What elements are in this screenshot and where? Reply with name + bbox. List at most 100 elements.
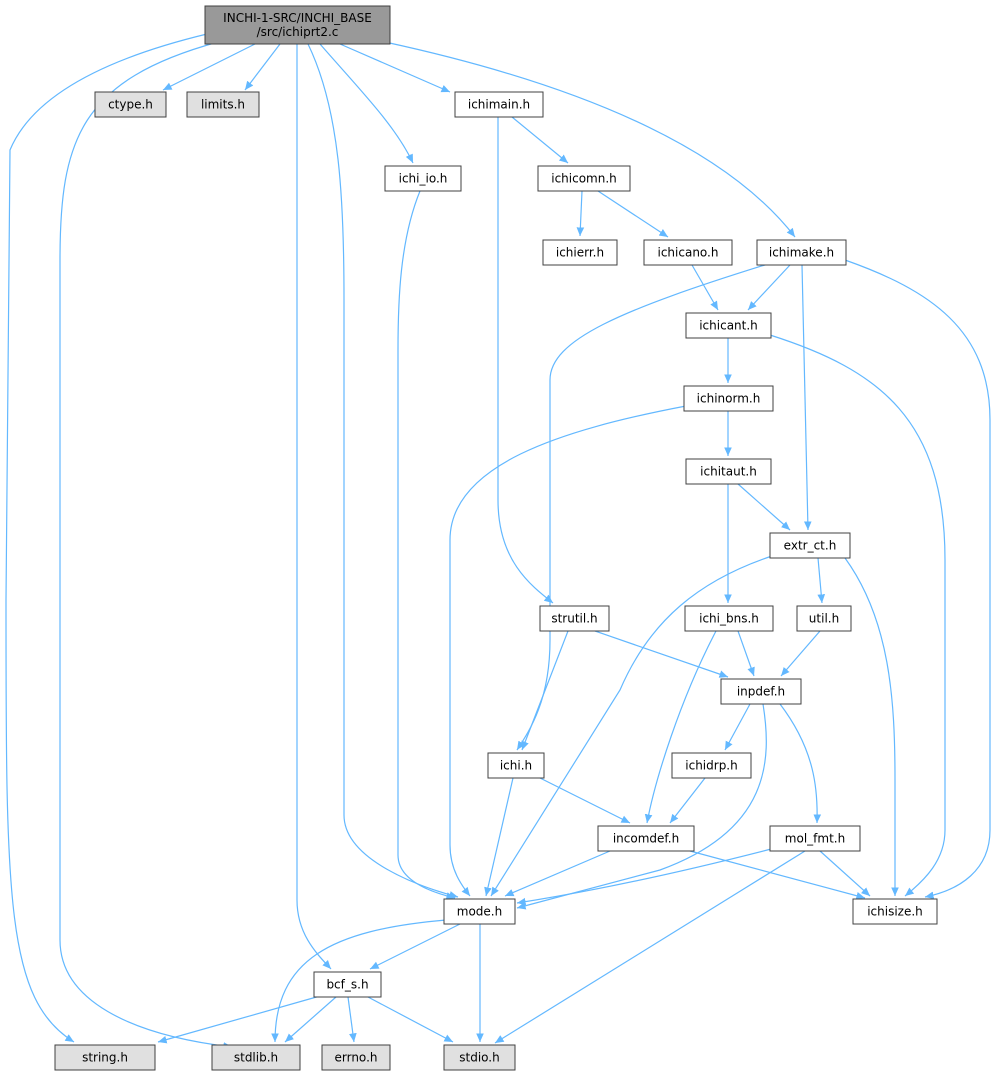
node-box-ichimake (756, 239, 847, 266)
node-box-ichicant (685, 312, 772, 339)
node-box-ichidrp (671, 752, 752, 779)
node-ichi_bns[interactable]: ichi_bns.h (684, 605, 774, 632)
edge-mol_fmt-to-mode (516, 847, 776, 906)
edge-ichi_io-to-mode (397, 190, 456, 900)
node-box-ichicomn (537, 165, 631, 192)
edge-strutil-to-inpdef (594, 630, 729, 678)
node-box-util (796, 605, 852, 632)
node-label-ichimake: ichimake.h (769, 246, 834, 260)
node-ichicant[interactable]: ichicant.h (685, 312, 772, 339)
node-ichicomn[interactable]: ichicomn.h (537, 165, 631, 192)
node-ichicano[interactable]: ichicano.h (643, 239, 733, 266)
node-box-strutil (539, 605, 610, 632)
edge-root-to-ichimain (339, 43, 451, 93)
node-ichimain[interactable]: ichimain.h (454, 91, 544, 118)
node-label-incomdef: incomdef.h (613, 832, 679, 846)
node-label-ichicano: ichicano.h (658, 246, 719, 260)
node-box-ichi (487, 752, 545, 779)
node-ichierr[interactable]: ichierr.h (542, 239, 618, 266)
node-label-ctype: ctype.h (108, 98, 153, 112)
node-extr_ct[interactable]: extr_ct.h (769, 532, 851, 559)
node-label-inpdef: inpdef.h (737, 685, 785, 699)
node-box-ichisize (852, 898, 938, 925)
node-box-string (54, 1044, 156, 1071)
nodes-layer: INCHI-1-SRC/INCHI_BASE/src/ichiprt2.ccty… (54, 5, 938, 1071)
node-util[interactable]: util.h (796, 605, 852, 632)
node-ichi[interactable]: ichi.h (487, 752, 545, 779)
edge-strutil-to-ichi (521, 630, 569, 751)
node-box-ichierr (542, 239, 618, 266)
edge-root-to-limits (244, 43, 281, 91)
edge-ichimake-to-ichicant (747, 264, 791, 311)
node-incomdef[interactable]: incomdef.h (597, 825, 695, 852)
edge-root-to-ichimake (384, 41, 796, 238)
edge-ichimain-to-ichicomn (511, 116, 569, 164)
node-ichitaut[interactable]: ichitaut.h (685, 458, 772, 485)
edge-ichi-to-mode (484, 777, 514, 897)
node-ichidrp[interactable]: ichidrp.h (671, 752, 752, 779)
node-label-stdlib: stdlib.h (234, 1051, 278, 1065)
edge-mode-to-stdlib (271, 919, 447, 1043)
edge-extr_ct-to-util (817, 557, 826, 604)
node-box-stdio (443, 1044, 516, 1071)
edge-extr_ct-to-mode (490, 555, 773, 897)
edge-bcf_s-to-errno (347, 996, 357, 1043)
node-ichinorm[interactable]: ichinorm.h (683, 385, 774, 412)
edge-inpdef-to-mode (516, 703, 767, 910)
node-box-inpdef (720, 678, 802, 705)
node-stdio: stdio.h (443, 1044, 516, 1071)
node-label-util: util.h (809, 612, 839, 626)
edge-util-to-inpdef (780, 630, 821, 677)
node-strutil[interactable]: strutil.h (539, 605, 610, 632)
node-box-incomdef (597, 825, 695, 852)
node-inpdef[interactable]: inpdef.h (720, 678, 802, 705)
edge-bcf_s-to-string (157, 995, 321, 1044)
node-label-stdio: stdio.h (459, 1051, 499, 1065)
node-ichisize[interactable]: ichisize.h (852, 898, 938, 925)
node-box-stdlib (211, 1044, 301, 1071)
edge-bcf_s-to-stdlib (284, 996, 337, 1043)
node-label-mode: mode.h (457, 905, 502, 919)
node-label-ichi: ichi.h (500, 759, 532, 773)
node-ichimake[interactable]: ichimake.h (756, 239, 847, 266)
node-box-ichitaut (685, 458, 772, 485)
edge-ichitaut-to-extr_ct (737, 483, 791, 531)
node-box-mol_fmt (769, 825, 861, 852)
edge-incomdef-to-mode (504, 850, 611, 897)
node-box-limits (186, 91, 260, 118)
edge-root-to-bcf_s (296, 44, 332, 970)
node-errno: errno.h (321, 1044, 391, 1071)
node-label-root: INCHI-1-SRC/INCHI_BASE (223, 11, 372, 25)
node-box-errno (321, 1044, 391, 1071)
node-label-ichisize: ichisize.h (867, 905, 923, 919)
edge-inpdef-to-ichidrp (724, 703, 751, 751)
node-ichi_io[interactable]: ichi_io.h (384, 165, 462, 192)
edge-ichimake-to-extr_ct (801, 264, 812, 531)
edge-extr_ct-to-ichisize (844, 557, 899, 896)
node-mode[interactable]: mode.h (443, 898, 516, 925)
node-label-ichitaut: ichitaut.h (700, 465, 757, 479)
node-label-string: string.h (82, 1051, 128, 1065)
edge-ichidrp-to-incomdef (669, 777, 706, 824)
node-label-ichicant: ichicant.h (699, 319, 758, 333)
node-label-limits: limits.h (201, 98, 245, 112)
node-box-bcf_s (313, 971, 382, 998)
node-label-mol_fmt: mol_fmt.h (785, 832, 845, 846)
node-bcf_s[interactable]: bcf_s.h (313, 971, 382, 998)
node-box-mode (443, 898, 516, 925)
edge-inpdef-to-mol_fmt (779, 703, 822, 824)
node-box-ichimain (454, 91, 544, 118)
node-mol_fmt[interactable]: mol_fmt.h (769, 825, 861, 852)
node-root: INCHI-1-SRC/INCHI_BASE/src/ichiprt2.c (204, 5, 391, 45)
edge-ichicano-to-ichicant (691, 264, 719, 311)
node-label-strutil: strutil.h (551, 612, 597, 626)
node-box-ichi_bns (684, 605, 774, 632)
node-label-ichierr: ichierr.h (556, 246, 604, 260)
edge-root-to-ctype (162, 43, 256, 91)
node-label-bcf_s: bcf_s.h (326, 978, 368, 992)
node-label-ichinorm: ichinorm.h (697, 392, 761, 406)
node-box-ctype (94, 91, 167, 118)
node-label-ichi_io: ichi_io.h (399, 172, 448, 186)
edge-root-to-stdlib (59, 41, 233, 1050)
